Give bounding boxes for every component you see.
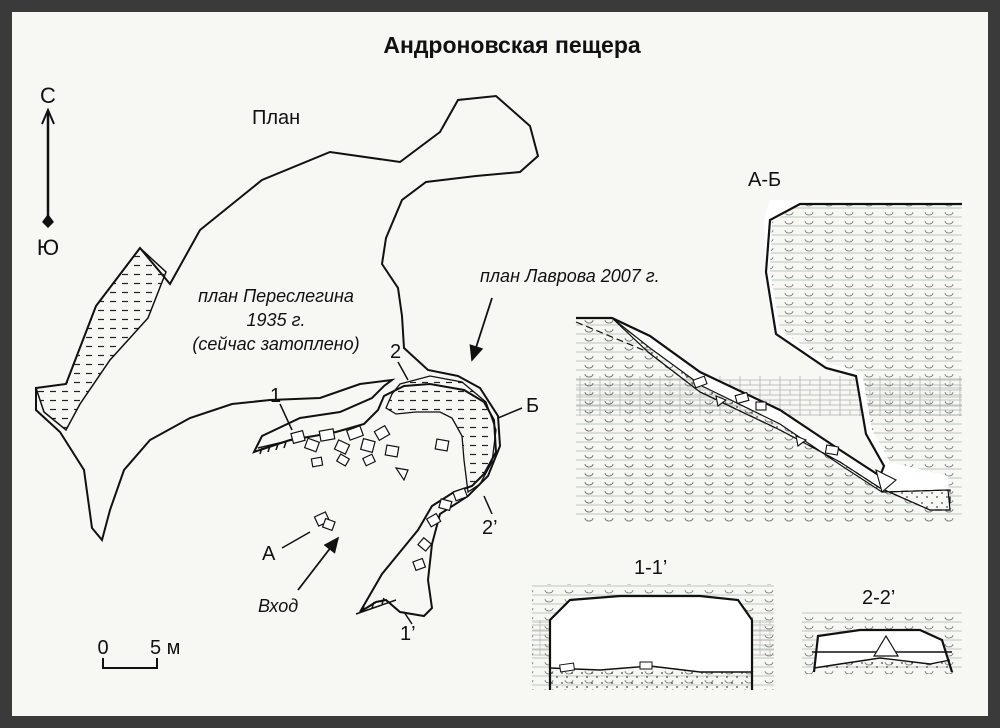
pereslegin-label-line2: 1935 г. (247, 310, 306, 330)
entrance-arrow (297, 536, 340, 591)
point-a-label: А (262, 543, 276, 565)
pereslegin-label-line1: план Переслегина (198, 286, 354, 306)
section-11-title: 1-1’ (634, 557, 667, 579)
plan-heading: План (252, 107, 300, 129)
scale-five-label: 5 м (150, 637, 180, 659)
lavrov-arrow (469, 297, 493, 362)
section-22-title: 2-2’ (862, 587, 895, 609)
lake-region (385, 375, 497, 494)
point-b-label: Б (526, 395, 539, 417)
entrance-label: Вход (258, 596, 298, 616)
lavrov-label: план Лаврова 2007 г. (480, 266, 660, 286)
section-ab (575, 200, 962, 522)
scale-bar (102, 658, 158, 669)
point-2p-label: 2’ (482, 517, 498, 539)
section-22 (802, 612, 962, 674)
scale-zero-label: 0 (97, 637, 108, 659)
pereslegin-label-line3: (сейчас затоплено) (192, 334, 359, 354)
section-ab-title: А-Б (748, 169, 781, 191)
section-1-line (257, 361, 523, 625)
compass-south-label: Ю (37, 235, 59, 260)
compass-north-label: С (40, 83, 56, 108)
point-1p-label: 1’ (400, 623, 416, 645)
point-2-label: 2 (390, 341, 401, 363)
point-1-label: 1 (270, 385, 281, 407)
cave-plan-outline (35, 94, 540, 618)
breakdown-blocks (290, 424, 469, 572)
section-11 (532, 584, 774, 690)
diagram-title: Андроновская пещера (383, 32, 641, 58)
flooded-region (35, 246, 167, 432)
north-arrow (41, 107, 55, 228)
